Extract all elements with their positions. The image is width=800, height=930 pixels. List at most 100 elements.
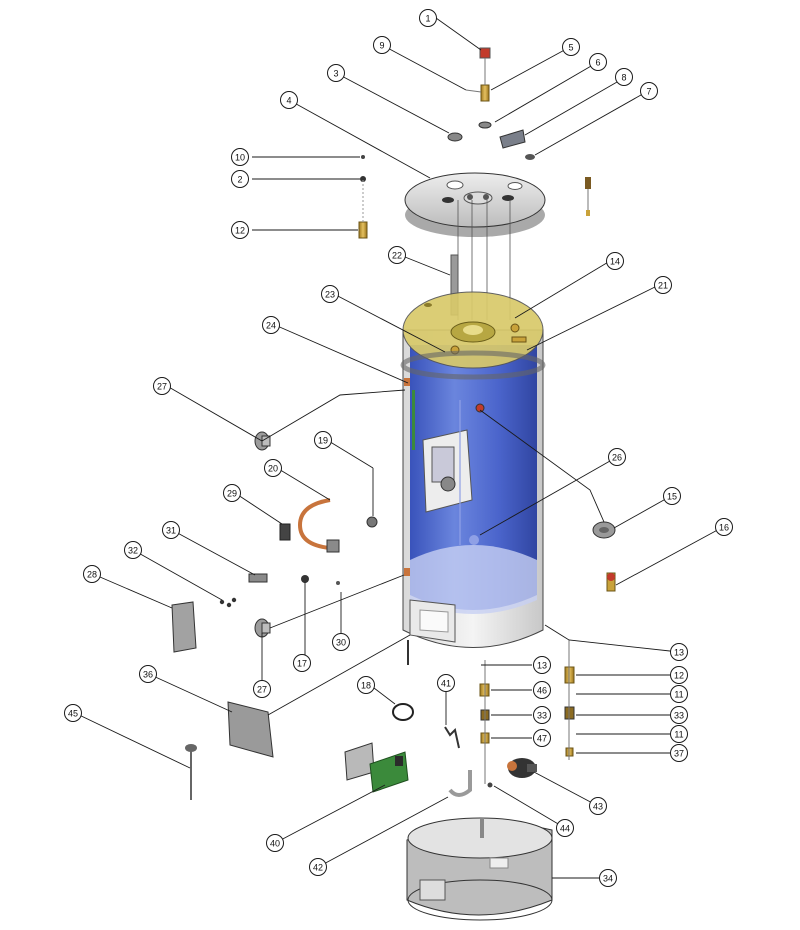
callout-circle [419,9,437,27]
fitting-part [361,155,365,159]
sensor-part [301,575,309,583]
callout-number: 27 [257,685,267,695]
callout-12: 12 [231,221,249,239]
callout-41: 41 [437,674,455,692]
callout-circle [231,170,249,188]
callout-circle [654,276,672,294]
callout-circle [388,246,406,264]
probe-part [185,744,197,752]
top-cover-part [404,172,546,237]
fitting-part [585,177,591,189]
callout-number: 7 [646,87,651,97]
callout-number: 33 [674,711,684,721]
callout-number: 17 [297,659,307,669]
callout-33: 33 [670,706,688,724]
callout-18: 18 [357,676,375,694]
callout-11: 11 [670,685,688,703]
callout-circle [589,797,607,815]
callout-number: 14 [610,257,620,267]
callout-circle [533,729,551,747]
callout-circle [253,680,271,698]
callout-number: 5 [568,43,573,53]
callout-number: 9 [379,41,384,51]
washer-part [478,121,492,129]
front-panel-part [227,701,274,758]
callout-circle [280,91,298,109]
callout-32: 32 [124,541,142,559]
control-board-part [344,742,409,793]
callout-33: 33 [533,706,551,724]
callout-36: 36 [139,665,157,683]
callout-number: 11 [674,690,683,700]
callout-45: 45 [64,704,82,722]
callout-number: 32 [128,546,138,556]
callout-19: 19 [314,431,332,449]
callout-29: 29 [223,484,241,502]
callout-circle [327,64,345,82]
callout-number: 18 [361,681,371,691]
callout-circle [663,487,681,505]
callout-number: 20 [268,464,278,474]
callout-circle [293,654,311,672]
callout-number: 27 [157,382,167,392]
callout-22: 22 [388,246,406,264]
callout-circle [533,706,551,724]
callout-9: 9 [373,36,391,54]
callout-number: 36 [143,670,153,680]
callout-44: 44 [556,819,574,837]
callout-31: 31 [162,521,180,539]
callout-circle [83,565,101,583]
callout-number: 37 [674,749,684,759]
callout-8: 8 [615,68,633,86]
callout-20: 20 [264,459,282,477]
callout-circle [670,685,688,703]
callout-27: 27 [253,680,271,698]
callout-circle [124,541,142,559]
bracket-part [248,573,268,583]
wire-part [392,703,414,721]
callout-43: 43 [589,797,607,815]
callout-number: 19 [318,436,328,446]
callout-circle [615,68,633,86]
callout-number: 42 [313,863,323,873]
callout-2: 2 [231,170,249,188]
callout-26: 26 [608,448,626,466]
callout-circle [314,431,332,449]
callout-circle [309,858,327,876]
parts-layer [171,47,616,921]
callout-number: 3 [333,69,338,79]
callout-47: 47 [533,729,551,747]
callout-circle [589,53,607,71]
callout-circle [533,681,551,699]
callout-17: 17 [293,654,311,672]
callout-number: 8 [621,73,626,83]
callout-circle [264,459,282,477]
base-ring-part [406,817,553,921]
callout-3: 3 [327,64,345,82]
callout-circle [153,377,171,395]
callout-circle [670,666,688,684]
callout-number: 10 [235,153,245,163]
callout-27: 27 [153,377,171,395]
callout-layer: 1234567891011111212131314151617181920212… [64,9,733,887]
cable-part [297,498,331,550]
callout-number: 34 [603,874,613,884]
switch-part [279,523,291,541]
callout-number: 45 [68,709,78,719]
callout-15: 15 [663,487,681,505]
callout-number: 44 [560,824,570,834]
callout-number: 47 [537,734,547,744]
callout-circle [670,643,688,661]
callout-circle [562,38,580,56]
callout-7: 7 [640,82,658,100]
callout-number: 31 [166,526,176,536]
pump-part [507,758,537,778]
callout-number: 24 [266,321,276,331]
callout-6: 6 [589,53,607,71]
callout-16: 16 [715,518,733,536]
callout-34: 34 [599,869,617,887]
thermostat-part [326,539,340,553]
callout-circle [715,518,733,536]
callout-number: 15 [667,492,677,502]
callout-number: 6 [595,58,600,68]
